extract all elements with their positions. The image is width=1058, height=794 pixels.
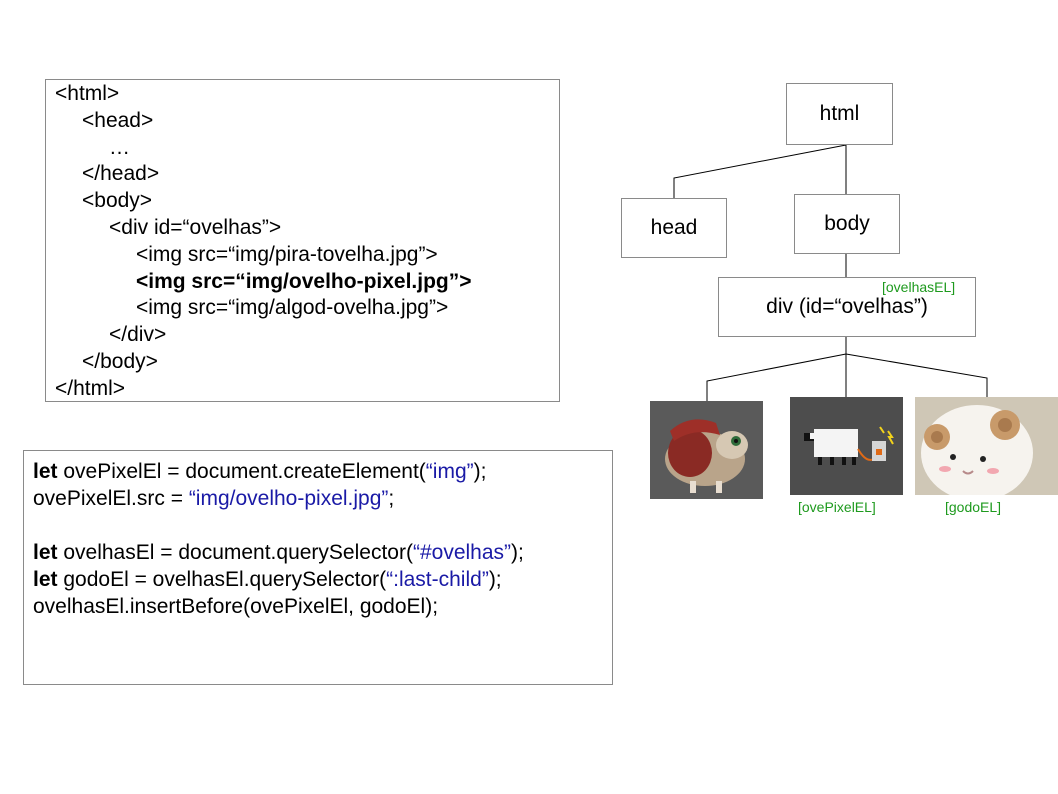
keyword-token: let [33,541,58,564]
pira-tovelha-image [650,401,763,499]
js-code-box: let ovePixelEl = document.createElement(… [23,450,613,685]
html-code-line: <head> [82,108,154,132]
js-code-line: let ovelhasEl = document.querySelector(“… [33,539,612,566]
string-token: “:last-child” [386,568,489,591]
pirate-sheep-image [665,419,748,493]
html-code-line: <img src=“img/pira-tovelha.jpg”> [136,242,438,266]
html-code-line: </div> [109,323,167,347]
html-code-line: <div id=“ovelhas”> [109,215,282,239]
html-code-line: <html> [55,82,120,105]
tree-node-body-label: body [824,212,870,235]
html-code-line: <img src=“img/ovelho-pixel.jpg”> [136,269,472,293]
tree-node-div-label: div (id=“ovelhas”) [766,295,928,318]
html-code-line: </body> [82,349,158,373]
tree-node-html-label: html [819,102,860,125]
tree-node-div: div (id=“ovelhas”) [718,277,976,337]
html-code-line: <img src=“img/algod-ovelha.jpg”> [136,296,449,320]
tree-node-head: head [621,198,727,258]
code-token: ); [511,541,524,564]
code-token: ovelhasEl = document.querySelector( [57,541,413,564]
algod-ovelha-image [915,397,1058,495]
tree-node-head-label: head [650,216,698,239]
js-code-line: let ovePixelEl = document.createElement(… [33,458,612,485]
pixel-sheep-image [804,426,894,465]
code-token: ovePixelEl.src = [33,487,189,510]
html-code-line: <body> [82,189,153,213]
string-token: “#ovelhas” [412,541,512,564]
code-token: ); [488,568,502,591]
keyword-token: let [33,460,58,483]
code-token: ovelhasEl.insertBefore(ovePixelEl, godoE… [33,595,439,618]
ovelhasel-tag: [ovelhasEL] [882,279,956,295]
code-token: ; [388,487,395,510]
ovepixelel-tag: [ovePixelEL] [798,499,876,515]
code-token: godoEl = ovelhasEl.querySelector( [57,568,387,591]
js-code-line: ovelhasEl.insertBefore(ovePixelEl, godoE… [33,593,612,620]
js-code-line: let godoEl = ovelhasEl.querySelector(“:l… [33,566,612,593]
keyword-token: let [33,568,58,591]
string-token: “img” [425,460,474,483]
tree-node-html: html [786,83,893,145]
html-code-line: </html> [55,376,126,400]
code-token: ovePixelEl = document.createElement( [57,460,426,483]
ovelho-pixel-image [790,397,903,495]
code-token: ); [473,460,487,483]
plush-sheep-image [915,397,1058,495]
html-code-line: </head> [82,162,160,186]
tree-node-body: body [794,194,900,254]
html-code-box: <html> <head> … </head> <body><div id=“ovelh… [45,79,560,402]
godoel-tag: [godoEL] [945,499,1002,515]
js-code-line: ovePixelEl.src = “img/ovelho-pixel.jpg”; [33,485,612,512]
html-code-line: … [109,135,130,159]
string-token: “img/ovelho-pixel.jpg” [188,487,389,510]
